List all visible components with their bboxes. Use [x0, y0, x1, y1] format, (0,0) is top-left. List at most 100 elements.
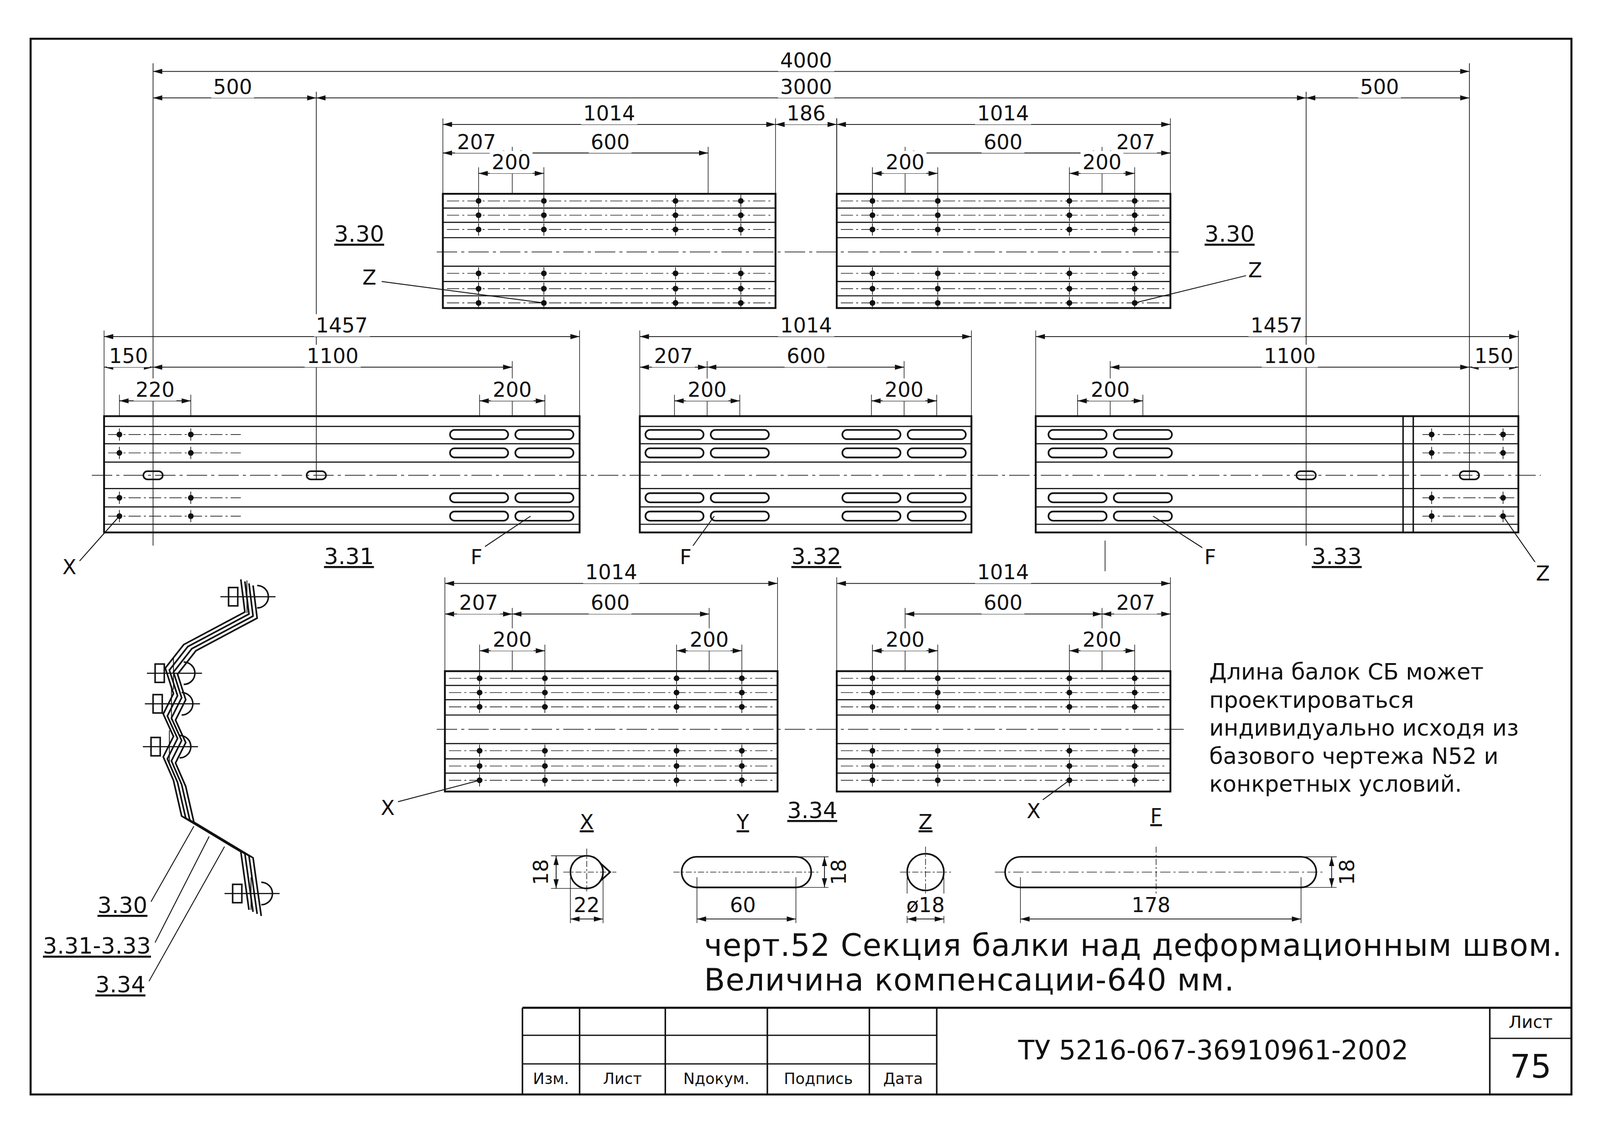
hole-axis: [1134, 701, 1136, 714]
axis-line: [316, 91, 318, 480]
title-block-text: Дата: [880, 1071, 925, 1089]
axis-line: [447, 302, 772, 304]
title-block-line: [1489, 1008, 1491, 1095]
hole-axis: [544, 760, 546, 773]
axis-line: [925, 846, 926, 898]
hole-axis: [479, 745, 480, 758]
hole-axis: [190, 447, 192, 460]
dimension-arrow: [905, 611, 915, 617]
hole-axis: [872, 701, 874, 714]
slot-hole: [515, 493, 574, 503]
hole-axis: [741, 701, 743, 714]
extension-line: [936, 395, 938, 417]
hole-axis: [1068, 223, 1070, 236]
hole-axis: [119, 447, 120, 460]
hole-axis: [1134, 194, 1136, 208]
extension-line: [836, 577, 837, 672]
dimension-arrow: [1092, 611, 1102, 617]
dimension-value: 220: [133, 378, 177, 402]
dimension-arrow: [503, 364, 513, 371]
detail-marker: Z: [1245, 259, 1265, 282]
title-block-line: [936, 1008, 938, 1095]
plate-rib: [442, 281, 776, 282]
extension-line: [103, 330, 105, 417]
axis-line: [108, 452, 241, 454]
dimension-arrow: [1133, 398, 1143, 404]
dimension-value: 200: [685, 378, 729, 402]
extension-line: [119, 395, 120, 417]
hole-axis: [544, 774, 546, 787]
detail-marker: F: [1202, 546, 1219, 569]
part-number: 3.31: [322, 544, 377, 570]
extension-line: [1068, 167, 1070, 194]
dimension-arrow: [442, 150, 453, 156]
hole-axis: [543, 194, 545, 208]
dimension-arrow: [119, 398, 129, 404]
plate-rib: [1035, 461, 1519, 463]
hole-axis: [937, 282, 939, 296]
slot-hole: [1113, 430, 1172, 440]
part-number: 3.30: [332, 222, 387, 247]
part-number: 3.33: [1309, 544, 1365, 570]
dimension-value: 600: [588, 130, 632, 153]
hole-axis: [119, 491, 120, 505]
dimension-line: [697, 918, 797, 920]
plate-3-31: [104, 416, 580, 533]
dimension-value: 1100: [1261, 344, 1319, 368]
title-block-line: [1489, 1038, 1572, 1040]
title-block-text: 75: [1507, 1049, 1554, 1086]
axis-line: [840, 678, 1167, 679]
hole-axis: [872, 223, 874, 236]
dimension-value: 500: [1358, 75, 1402, 99]
dimension-arrow: [1035, 333, 1045, 339]
dimension-arrow: [1297, 95, 1307, 101]
hole-axis: [479, 686, 480, 699]
bolt-axis: [246, 580, 248, 614]
hole-axis: [937, 686, 939, 699]
dimension-value: 1014: [974, 561, 1032, 584]
dimension-arrow: [444, 581, 454, 587]
hole-axis: [1431, 491, 1433, 505]
bolt-axis: [142, 746, 199, 748]
hole-axis: [1134, 282, 1136, 296]
hole-axis: [1068, 686, 1070, 699]
slot-hole: [1048, 493, 1107, 503]
plate-rib: [639, 506, 972, 508]
plate-rib: [104, 443, 580, 445]
axis-line: [108, 497, 241, 499]
slot-hole: [842, 448, 901, 458]
plate-rib: [104, 461, 580, 463]
extension-line: [708, 146, 709, 194]
bolt-axis: [171, 687, 172, 721]
extension-line: [797, 856, 829, 858]
dimension-value: 500: [211, 75, 255, 99]
dimension-value: 178: [1129, 893, 1173, 917]
plate-rib: [104, 506, 580, 508]
slot-hole: [645, 493, 704, 503]
dimension-arrow: [535, 398, 545, 404]
drawing-title: черт.52 Секция балки над деформационным …: [702, 928, 1569, 997]
hole-axis: [1431, 510, 1433, 523]
extension-line: [190, 395, 192, 417]
hole-axis: [872, 282, 874, 296]
hole-axis: [740, 297, 742, 310]
hole-axis: [872, 672, 874, 685]
dimension-arrow: [768, 581, 778, 587]
hole-detail: [570, 856, 604, 890]
dimension-arrow: [786, 917, 796, 923]
title-block-line: [522, 1035, 937, 1037]
extension-line: [1142, 395, 1143, 417]
dimension-value: 200: [490, 378, 534, 402]
extension-line: [777, 577, 778, 672]
dimension-value: 150: [1472, 344, 1516, 368]
dimension-arrow: [962, 333, 972, 339]
axis-line: [840, 766, 1167, 767]
hole-axis: [544, 686, 546, 699]
hole-axis: [1134, 672, 1136, 685]
hole-axis: [675, 267, 677, 280]
dimension-arrow: [707, 364, 717, 371]
slot-hole: [515, 511, 574, 522]
bolt-axis: [250, 877, 252, 911]
hole-axis: [937, 760, 939, 773]
hole-axis: [1068, 209, 1070, 222]
